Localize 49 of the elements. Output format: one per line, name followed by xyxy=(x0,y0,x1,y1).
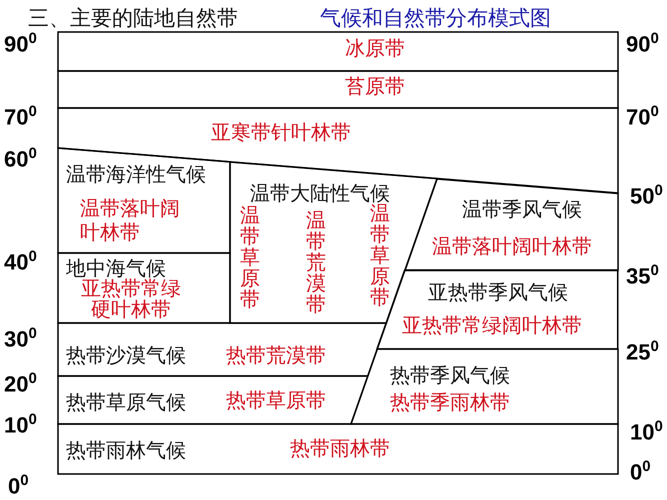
zone-region xyxy=(58,32,618,71)
vegetation-zone-label: 热带草原带 xyxy=(226,388,326,412)
latitude-label: 10$^{0}$ xyxy=(4,411,37,438)
climate-label: 热带雨林气候 xyxy=(66,438,186,462)
latitude-label: 20$^{0}$ xyxy=(4,370,37,398)
climate-label: 地中海气候 xyxy=(66,256,166,280)
vegetation-zone-label: 温带草原带 xyxy=(370,202,391,308)
climate-label: 温带大陆性气候 xyxy=(250,180,390,205)
latitude-label: 10$^{0}$ xyxy=(630,418,663,446)
zone-region xyxy=(58,424,618,474)
latitude-label: 90$^{0}$ xyxy=(626,30,659,58)
vegetation-zone-label: 冰原带 xyxy=(345,36,405,60)
latitude-label: 40$^{0}$ xyxy=(4,248,37,276)
vegetation-zone-label: 热带雨林带 xyxy=(290,436,390,460)
vegetation-zone-label: 亚寒带针叶林带 xyxy=(211,120,351,144)
vegetation-zone-label: 热带荒漠带 xyxy=(226,343,326,367)
vegetation-zone-label: 温带落叶阔叶林带 xyxy=(432,234,592,258)
zone-region xyxy=(58,71,618,108)
latitude-label: 25$^{0}$ xyxy=(626,338,659,366)
climate-label: 亚热带季风气候 xyxy=(428,280,568,304)
climate-label: 热带沙漠气候 xyxy=(66,343,186,367)
vegetation-zone-label: 热带季雨林带 xyxy=(390,390,510,414)
latitude-label: 35$^{0}$ xyxy=(626,262,659,290)
latitude-label: 30$^{0}$ xyxy=(4,325,37,352)
latitude-label: 0$^{0}$ xyxy=(8,472,29,500)
climate-label: 热带草原气候 xyxy=(66,390,186,414)
climate-label: 温带海洋性气候 xyxy=(66,162,206,186)
latitude-label: 70$^{0}$ xyxy=(626,103,659,130)
zone-region xyxy=(351,349,618,424)
zone-region xyxy=(404,178,618,270)
zone-region xyxy=(58,148,230,253)
latitude-label: 60$^{0}$ xyxy=(4,145,37,172)
vegetation-zone-label: 亚热带常绿硬叶林带 xyxy=(81,278,182,320)
latitude-label: 70$^{0}$ xyxy=(4,103,37,130)
zone-region xyxy=(58,323,386,376)
zone-region xyxy=(58,376,368,424)
vegetation-zone-label: 温带落叶阔叶林带 xyxy=(80,196,181,244)
subtitle: 气候和自然带分布模式图 xyxy=(320,5,551,32)
vegetation-zone-label: 苔原带 xyxy=(345,74,405,98)
vegetation-zone-label: 亚热带常绿阔叶林带 xyxy=(402,313,582,337)
title: 三、主要的陆地自然带 xyxy=(28,5,238,32)
latitude-label: 50$^{0}$ xyxy=(630,182,663,210)
latitude-label: 90$^{0}$ xyxy=(4,30,37,58)
vegetation-zone-label: 温带草原带 xyxy=(240,204,261,310)
climate-label: 热带季风气候 xyxy=(390,363,510,387)
zone-region xyxy=(58,253,230,323)
latitude-label: 0$^{0}$ xyxy=(630,458,651,486)
vegetation-zone-label: 温带荒漠带 xyxy=(306,210,327,315)
climate-label: 温带季风气候 xyxy=(462,197,582,221)
